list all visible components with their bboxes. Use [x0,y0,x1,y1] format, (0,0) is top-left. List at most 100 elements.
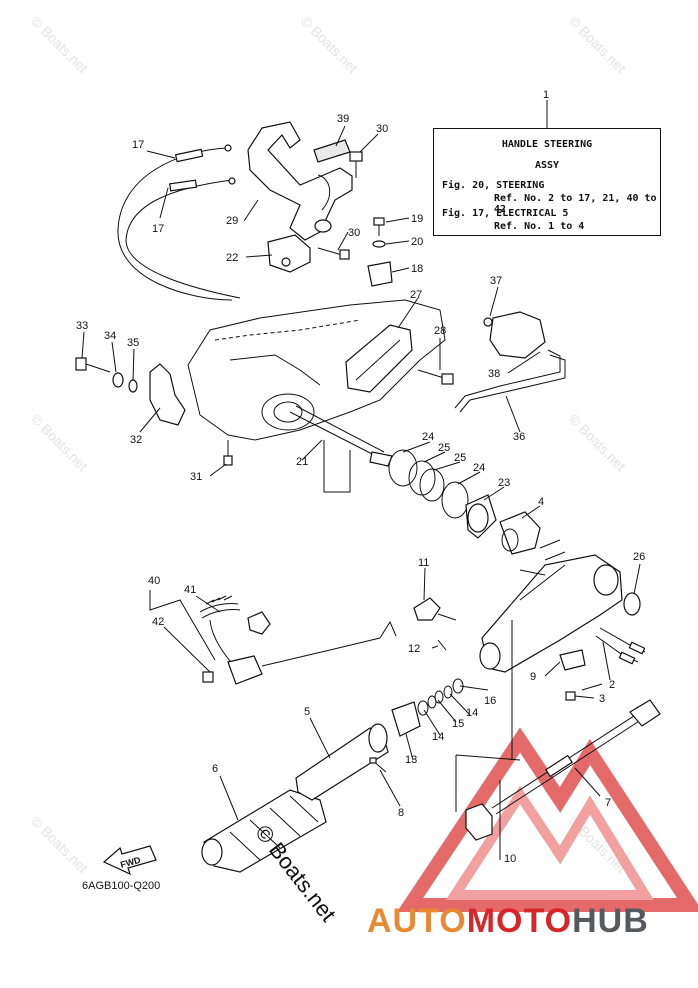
watermark-bottom-left: © Boats.net [28,813,91,876]
bushings [388,449,541,555]
callout-9: 9 [530,671,536,683]
watermark-top-center: © Boats.net [298,13,361,76]
friction-block [465,803,493,841]
automotohub-logo: AUTOMOTOHUB [367,902,649,941]
callout-13: 13 [405,754,417,766]
callout-4: 4 [538,496,544,508]
info-fig20-ref: Ref. No. 2 to 17, 21, 40 to 42 [494,193,657,215]
callout-19: 19 [411,213,423,225]
callout-40: 40 [148,575,160,587]
steering-shaft [289,405,393,493]
callout-30a: 30 [376,123,388,135]
callout-18: 18 [411,263,423,275]
plate [559,649,586,671]
callout-11: 11 [418,557,429,569]
callout-33: 33 [76,320,88,332]
throttle-shaft [295,723,389,801]
info-title: HANDLE STEERING [501,139,593,150]
callout-14a: 14 [466,707,478,719]
callout-42: 42 [152,616,164,628]
watermark-mid-right: © Boats.net [566,411,629,474]
callout-38: 38 [488,368,500,380]
callout-31: 31 [190,471,202,483]
stop-switch [149,363,186,426]
callout-14b: 14 [432,731,444,743]
throttle-shift-cables [117,144,241,301]
logo-emblem [396,727,698,912]
callout-21: 21 [296,456,308,468]
logo-part-moto: MOTO [466,902,573,940]
screw-31 [223,440,233,466]
callout-28: 28 [434,325,446,337]
callout-34: 34 [104,330,116,342]
kill-switch-lanyard [199,595,397,685]
friction-knob [413,597,457,621]
watermark-top-left: © Boats.net [28,13,91,76]
callout-39: 39 [337,113,349,125]
callout-22: 22 [226,252,238,264]
callout-25a: 25 [438,442,450,454]
callout-2: 2 [609,679,615,691]
callout-8: 8 [398,807,404,819]
callout-32: 32 [130,434,142,446]
small-bolt [373,217,385,236]
callout-3: 3 [599,693,605,705]
cover-bolt [417,369,454,385]
pivot-washer [128,379,138,393]
callout-17b: 17 [152,223,164,235]
bolt-upper [349,151,363,178]
collar-13 [391,701,421,737]
callout-17a: 17 [132,139,144,151]
callout-7: 7 [605,797,611,809]
callout-37: 37 [490,275,502,287]
handle-cables [595,627,646,665]
handle-bushing [623,592,641,616]
callout-10: 10 [504,853,516,865]
logo-part-auto: AUTO [367,902,467,940]
callout-36: 36 [513,431,525,443]
switch-cable [454,349,566,413]
callout-24b: 24 [473,462,485,474]
callout-16: 16 [484,695,496,707]
pivot-bolt [75,357,111,373]
logo-part-hub: HUB [572,902,649,940]
callout-24a: 24 [422,431,434,443]
info-subtitle: ASSY [534,160,560,171]
watermark-top-right: © Boats.net [566,13,629,76]
strap [313,139,351,163]
callout-6: 6 [212,763,218,775]
info-fig17-ref: Ref. No. 1 to 4 [494,221,585,232]
throttle-grip [201,789,327,873]
callout-15: 15 [452,718,464,730]
throttle-rod [491,699,661,815]
screw-8 [369,757,387,773]
callout-27: 27 [410,289,422,301]
callout-20: 20 [411,236,423,248]
callout-26: 26 [633,551,645,563]
callout-29: 29 [226,215,238,227]
handle-bracket [247,121,353,241]
callout-35: 35 [127,337,139,349]
diagram-code: 6AGB100-Q200 [82,880,161,892]
callout-5: 5 [304,706,310,718]
side-cover [345,324,413,393]
fwd-arrow-icon: FWD [102,845,157,876]
cable-clamp [267,234,311,273]
steering-housing [187,299,446,441]
leader-bracket-40 [149,590,216,661]
callout-12: 12 [408,643,420,655]
pin-12 [437,639,447,651]
pivot-spacer [112,372,124,388]
callout-23: 23 [498,477,510,489]
leader-lines [81,125,641,860]
collar [367,261,393,287]
callout-41: 41 [184,584,196,596]
callout-1: 1 [543,89,549,101]
neutral-switch [483,311,546,359]
info-fig17: Fig. 17, ELECTRICAL 5 [442,208,569,219]
washer [372,240,386,248]
info-fig20: Fig. 20, STEERING [442,180,545,191]
screw-3 [565,691,576,701]
washers-14-16 [417,678,464,716]
